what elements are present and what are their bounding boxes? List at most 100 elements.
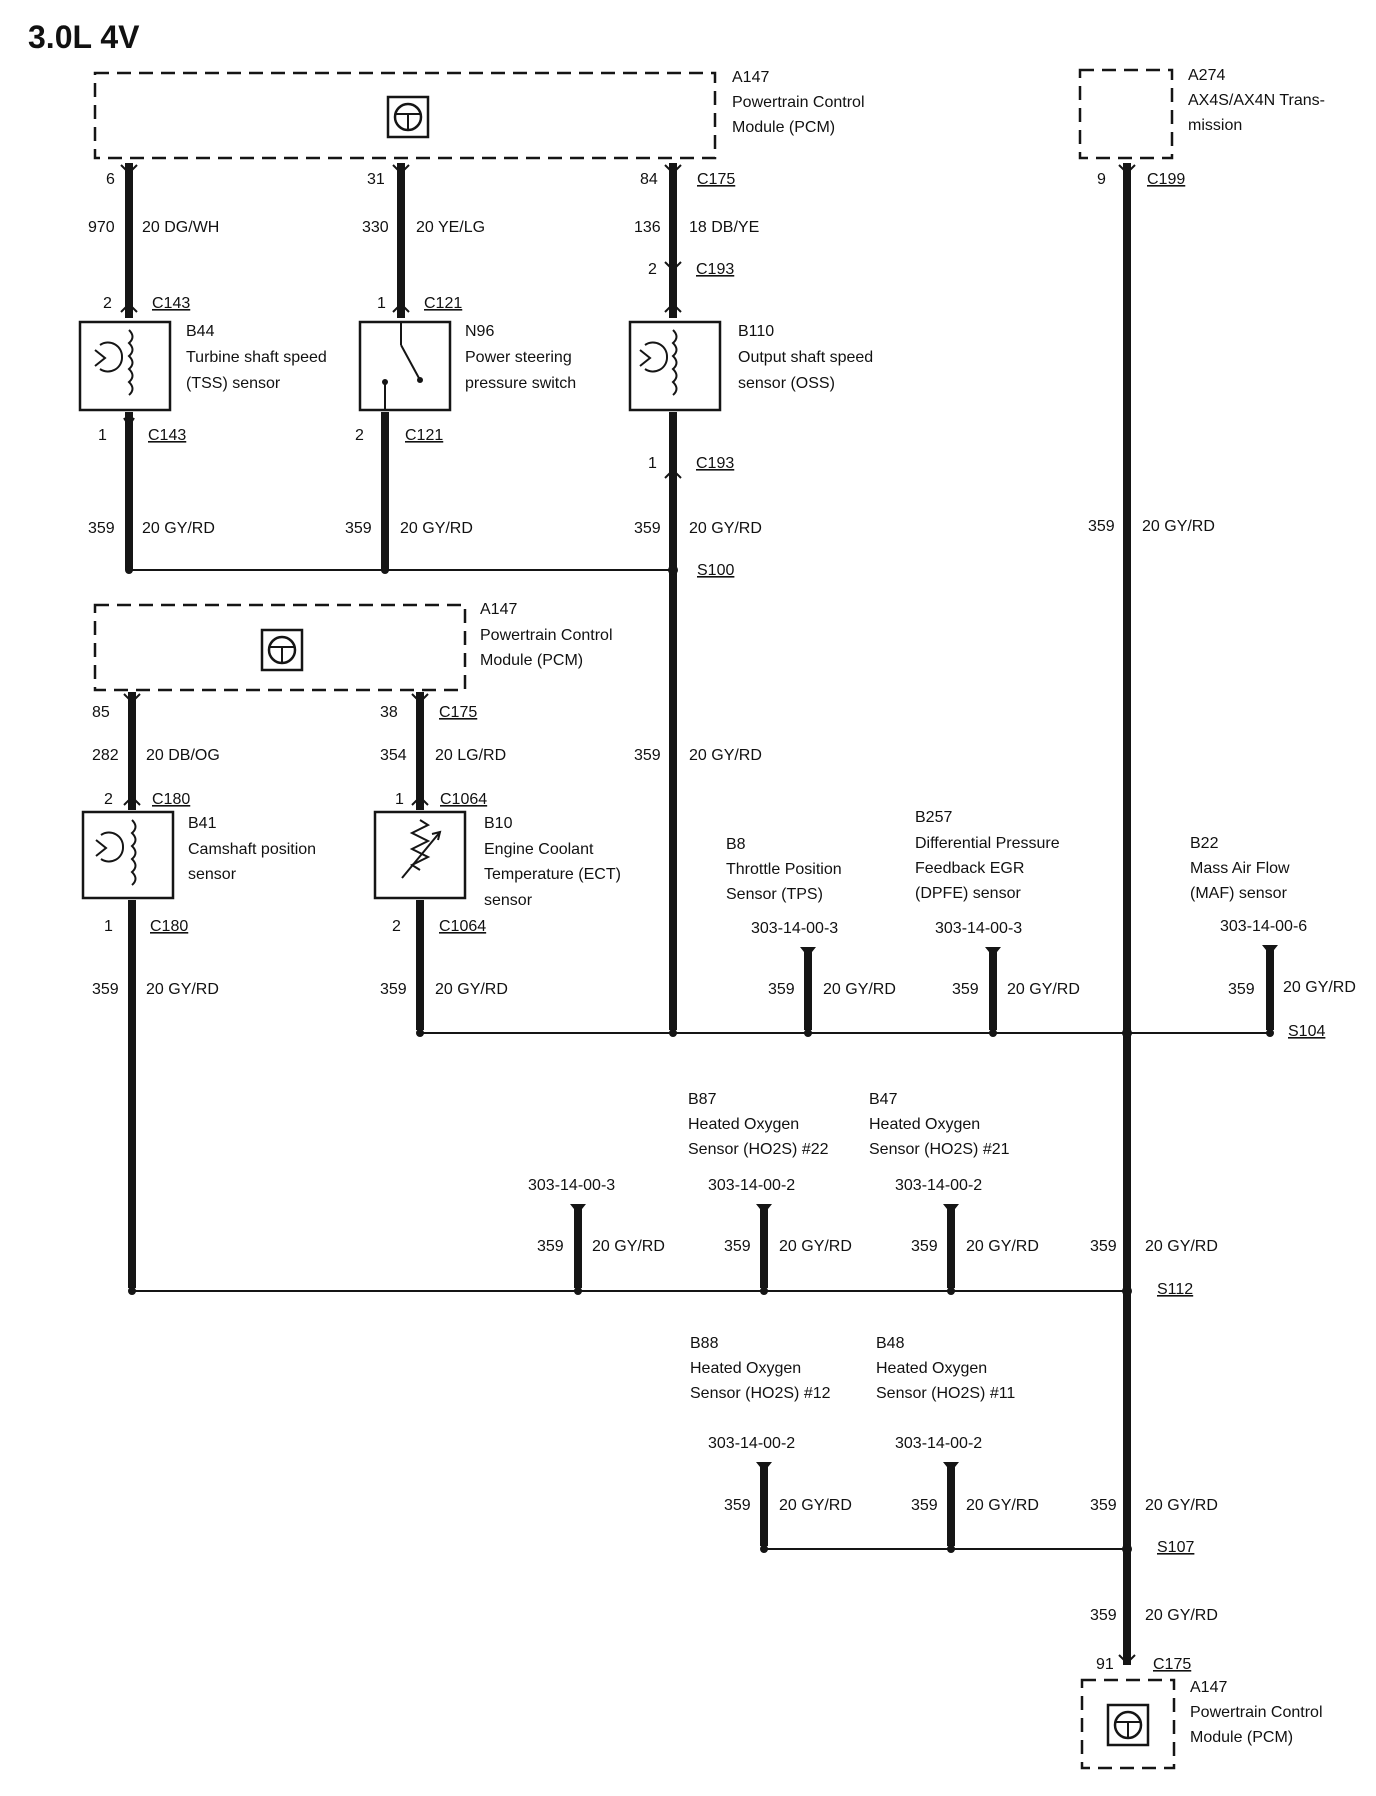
- b88-name-1: Heated Oxygen: [690, 1360, 801, 1377]
- b41-pin-top: 2: [104, 791, 113, 808]
- pcm-bottom-id: A147: [1190, 1679, 1227, 1696]
- b8-name-2: Sensor (TPS): [726, 886, 823, 903]
- svg-text:359: 359: [537, 1238, 564, 1255]
- n96-name-1: Power steering: [465, 349, 572, 366]
- b8-id: B8: [726, 836, 746, 853]
- b110-conn-bot: C193: [696, 455, 734, 472]
- b47-name-2: Sensor (HO2S) #21: [869, 1141, 1010, 1158]
- svg-text:359: 359: [1090, 1497, 1117, 1514]
- b10-name-2: Temperature (ECT): [484, 866, 621, 883]
- b257-name-1: Differential Pressure: [915, 835, 1060, 852]
- gnd-spec-b: 20 GY/RD: [400, 520, 473, 537]
- svg-text:359: 359: [768, 981, 795, 998]
- wire-136-id: 136: [634, 219, 661, 236]
- connector-c199: C199: [1147, 171, 1185, 188]
- connector-c175-bottom: C175: [1153, 1656, 1191, 1673]
- b87-name-2: Sensor (HO2S) #22: [688, 1141, 829, 1158]
- svg-text:20 GY/RD: 20 GY/RD: [779, 1497, 852, 1514]
- svg-text:359: 359: [952, 981, 979, 998]
- b48-id: B48: [876, 1335, 905, 1352]
- n96-conn-bot: C121: [405, 427, 443, 444]
- steering-wheel-icon: [386, 95, 430, 139]
- b48-name-1: Heated Oxygen: [876, 1360, 987, 1377]
- n96-pin-top: 1: [377, 295, 386, 312]
- b8-ref: 303-14-00-3: [751, 920, 838, 937]
- wire-330-spec: 20 YE/LG: [416, 219, 485, 236]
- gnd-labels-row1: 359 20 GY/RD 359 20 GY/RD 359 20 GY/RD 3…: [88, 518, 1215, 537]
- s112-left-ref: 303-14-00-3: [528, 1177, 615, 1194]
- b88-id: B88: [690, 1335, 719, 1352]
- b47-name-1: Heated Oxygen: [869, 1116, 980, 1133]
- b44-id: B44: [186, 323, 215, 340]
- svg-text:20 GY/RD: 20 GY/RD: [823, 981, 896, 998]
- splice-s104: S104: [1288, 1023, 1325, 1040]
- pin-6: 6: [106, 171, 115, 188]
- gnd-359-c: 359: [634, 520, 661, 537]
- b87-name-1: Heated Oxygen: [688, 1116, 799, 1133]
- connector-chevrons: [120, 164, 1136, 1665]
- b257-name-2: Feedback EGR: [915, 860, 1024, 877]
- splice-s107: S107: [1157, 1539, 1194, 1556]
- svg-text:20 GY/RD: 20 GY/RD: [1007, 981, 1080, 998]
- b87-id: B87: [688, 1091, 717, 1108]
- pin-84: 84: [640, 171, 658, 188]
- gnd-359-d: 359: [1088, 518, 1115, 535]
- wire-354-spec: 20 LG/RD: [435, 747, 506, 764]
- gnd-359-mid: 359: [634, 747, 661, 764]
- b10-pin-top: 1: [395, 791, 404, 808]
- pcm-module-mid: A147 Powertrain Control Module (PCM): [93, 601, 613, 692]
- svg-text:20 GY/RD: 20 GY/RD: [1145, 1497, 1218, 1514]
- b110-pin-top: 2: [648, 261, 657, 278]
- wire-970-id: 970: [88, 219, 115, 236]
- diagram-title: 3.0L 4V: [28, 19, 140, 55]
- pin-38: 38: [380, 704, 398, 721]
- b41-name-1: Camshaft position: [188, 841, 316, 858]
- sensor-b110: [628, 320, 722, 412]
- svg-text:359: 359: [724, 1238, 751, 1255]
- pcm-module-top: A147 Powertrain Control Module (PCM): [93, 69, 865, 160]
- b8-name-1: Throttle Position: [726, 861, 842, 878]
- svg-text:20 GY/RD: 20 GY/RD: [1283, 979, 1356, 996]
- sensor-b41: [81, 810, 175, 900]
- b44-conn-bot: C143: [148, 427, 186, 444]
- switch-n96: [358, 320, 452, 412]
- n96-id: N96: [465, 323, 494, 340]
- svg-text:359: 359: [92, 981, 119, 998]
- gnd-spec-c: 20 GY/RD: [689, 520, 762, 537]
- b10-conn-top: C1064: [440, 791, 487, 808]
- gnd-labels-row3: 359 20 GY/RD 359 20 GY/RD 359 20 GY/RD 3…: [537, 1238, 1218, 1255]
- gnd-spec-bottom: 20 GY/RD: [1145, 1607, 1218, 1624]
- s112-stubs: [570, 1204, 959, 1288]
- b257-id: B257: [915, 809, 952, 826]
- b41-id: B41: [188, 815, 217, 832]
- pcm-top-name-2: Module (PCM): [732, 119, 835, 136]
- gnd-spec-d: 20 GY/RD: [1142, 518, 1215, 535]
- connector-c175-mid: C175: [439, 704, 477, 721]
- svg-text:20 GY/RD: 20 GY/RD: [435, 981, 508, 998]
- pcm-bottom-name-1: Powertrain Control: [1190, 1704, 1323, 1721]
- svg-text:20 GY/RD: 20 GY/RD: [1145, 1238, 1218, 1255]
- s104-stubs: [800, 945, 1278, 1030]
- gnd-labels-row2: 359 20 GY/RD 359 20 GY/RD 359 20 GY/RD 3…: [92, 979, 1356, 998]
- gnd-359-a: 359: [88, 520, 115, 537]
- svg-text:359: 359: [724, 1497, 751, 1514]
- b22-ref: 303-14-00-6: [1220, 918, 1307, 935]
- b10-id: B10: [484, 815, 513, 832]
- pcm-top-name-1: Powertrain Control: [732, 94, 865, 111]
- wire-136-spec: 18 DB/YE: [689, 219, 759, 236]
- b110-name-2: sensor (OSS): [738, 375, 835, 392]
- s107-stubs: [756, 1462, 959, 1546]
- b22-id: B22: [1190, 835, 1219, 852]
- svg-text:20 GY/RD: 20 GY/RD: [966, 1497, 1039, 1514]
- sensor-b10: [373, 810, 467, 900]
- svg-text:20 GY/RD: 20 GY/RD: [592, 1238, 665, 1255]
- trans-id: A274: [1188, 67, 1225, 84]
- splice-s100: S100: [697, 562, 734, 579]
- trans-name-1: AX4S/AX4N Trans-: [1188, 92, 1325, 109]
- b44-conn-top: C143: [152, 295, 190, 312]
- b88-name-2: Sensor (HO2S) #12: [690, 1385, 831, 1402]
- pin-91: 91: [1096, 1656, 1114, 1673]
- gnd-359-b: 359: [345, 520, 372, 537]
- splice-s112: S112: [1157, 1281, 1193, 1298]
- svg-text:359: 359: [911, 1238, 938, 1255]
